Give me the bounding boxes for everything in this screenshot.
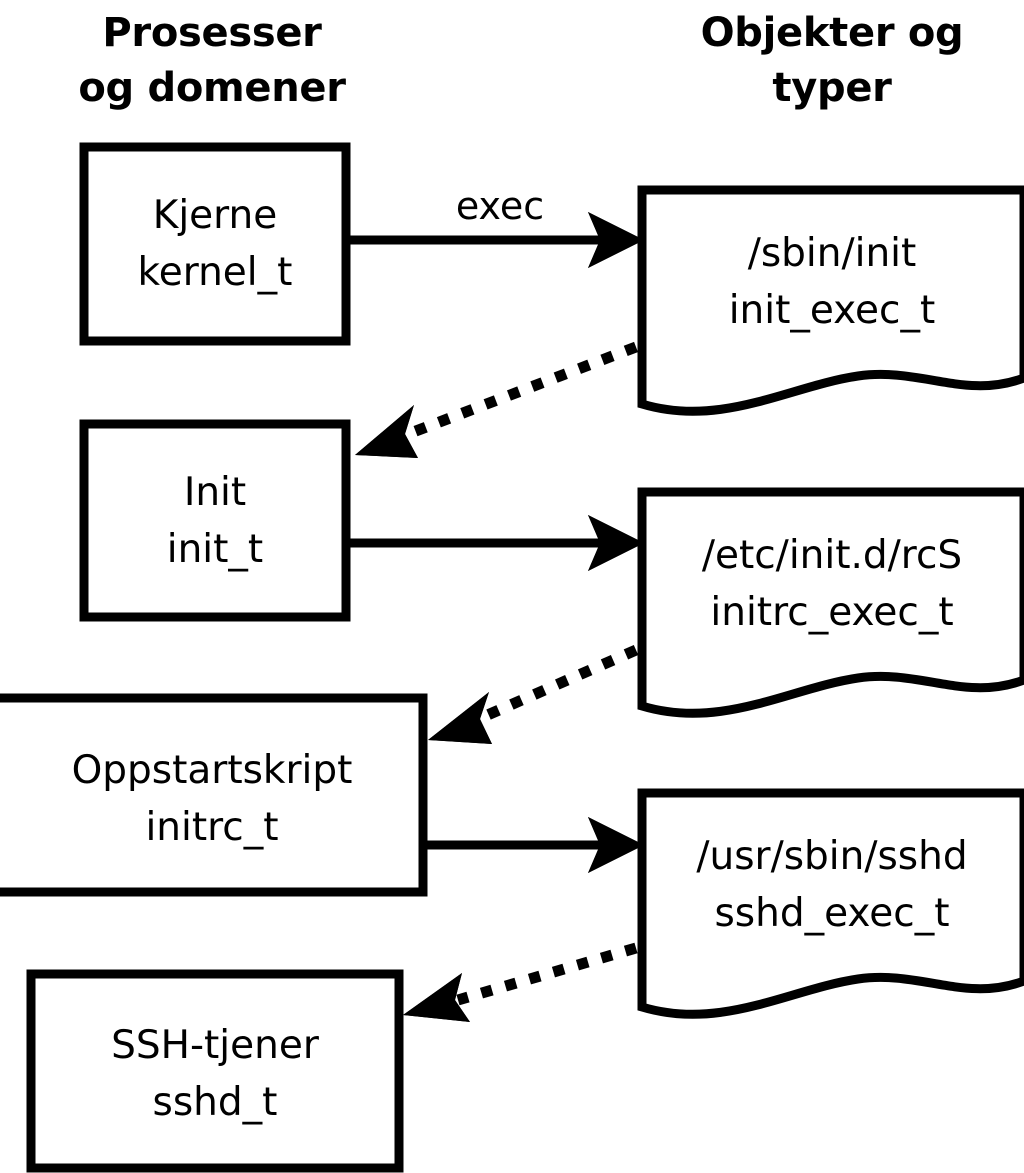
- arrowhead-icon-exec-1: [588, 212, 644, 268]
- node-label-line1: /etc/init.d/rcS: [702, 533, 962, 578]
- edge-label-exec: exec: [456, 184, 544, 228]
- document-shape: [637, 487, 1024, 718]
- node-object-init-exec[interactable]: /sbin/init init_exec_t: [637, 185, 1024, 416]
- node-box: [26, 969, 404, 1173]
- node-process-init[interactable]: Init init_t: [79, 419, 351, 622]
- node-label-line2: kernel_t: [138, 250, 293, 295]
- node-process-initrc[interactable]: Oppstartskript initrc_t: [0, 693, 428, 897]
- column-header-right-line1: Objekter og: [701, 10, 964, 56]
- column-header-left-line1: Prosesser: [102, 10, 322, 56]
- arrowhead-icon-transition-1: [355, 405, 418, 458]
- node-label-line1: Init: [184, 470, 246, 515]
- node-label-line2: initrc_t: [145, 805, 278, 850]
- node-label-line2: sshd_exec_t: [714, 891, 949, 936]
- node-box: [79, 142, 351, 346]
- arrowhead-icon-exec-3: [588, 817, 644, 873]
- node-process-kernel[interactable]: Kjerne kernel_t: [79, 142, 351, 346]
- document-shape: [637, 185, 1024, 416]
- node-process-sshd[interactable]: SSH-tjener sshd_t: [26, 969, 404, 1173]
- column-header-right: Objekter og typer: [701, 10, 964, 111]
- node-label-line2: initrc_exec_t: [710, 590, 953, 635]
- node-label-line1: SSH-tjener: [111, 1023, 320, 1068]
- node-object-sshd-exec[interactable]: /usr/sbin/sshd sshd_exec_t: [637, 788, 1024, 1019]
- column-header-left: Prosesser og domener: [78, 10, 346, 111]
- arrowheads-overlay: [355, 212, 644, 1022]
- node-label-line1: /usr/sbin/sshd: [696, 834, 967, 879]
- node-label-line1: /sbin/init: [748, 231, 917, 276]
- column-header-left-line2: og domener: [78, 65, 346, 111]
- node-box: [79, 419, 351, 622]
- node-box: [0, 693, 428, 897]
- arrowhead-icon-transition-2: [428, 692, 492, 744]
- edge-line: [480, 644, 639, 723]
- arrowhead-icon-exec-2: [588, 515, 644, 571]
- edge-line: [406, 341, 638, 440]
- node-label-line1: Kjerne: [153, 193, 277, 238]
- node-label-line1: Oppstartskript: [72, 748, 353, 793]
- arrowhead-icon-transition-3: [403, 973, 470, 1022]
- node-label-line2: sshd_t: [153, 1080, 278, 1125]
- column-header-right-line2: typer: [772, 65, 892, 111]
- document-shape: [637, 788, 1024, 1019]
- node-label-line2: init_exec_t: [729, 288, 936, 333]
- node-object-initrc-exec[interactable]: /etc/init.d/rcS initrc_exec_t: [637, 487, 1024, 718]
- edge-line: [456, 942, 638, 1006]
- node-label-line2: init_t: [167, 527, 263, 572]
